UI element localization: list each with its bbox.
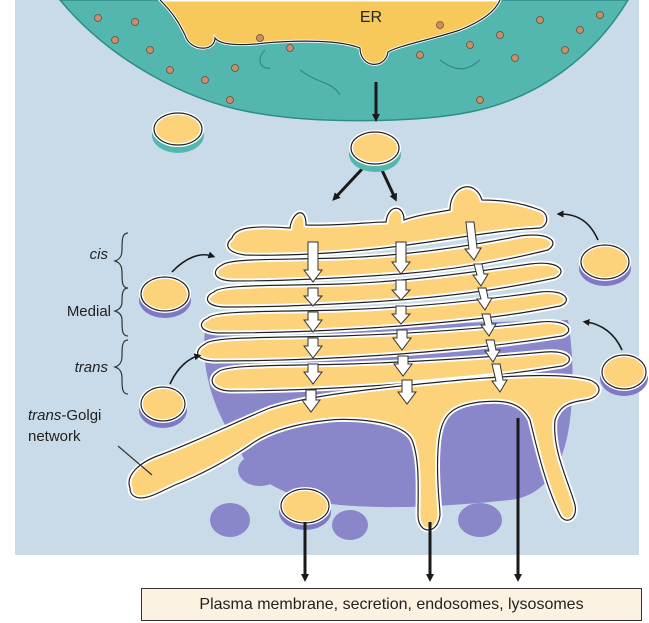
destination-label: Plasma membrane, secretion, endosomes, l… — [199, 596, 583, 614]
vesicle-er-left — [152, 113, 204, 153]
vesicle-right-lower — [600, 355, 648, 396]
tgn-label: trans-Golgi — [28, 407, 101, 424]
vesicle-left-upper — [139, 277, 191, 318]
vesicle-er-center — [349, 132, 401, 172]
tgn-label-italic: trans — [28, 407, 62, 424]
vesicle-right-upper — [579, 245, 631, 286]
cis-label: cis — [90, 246, 109, 263]
destination-box: Plasma membrane, secretion, endosomes, l… — [141, 588, 642, 621]
medial-label: Medial — [67, 303, 111, 320]
er-label: ER — [360, 9, 382, 26]
tgn-label-line2: network — [28, 428, 81, 445]
vesicle-left-lower — [139, 387, 187, 428]
trans-label: trans — [75, 359, 109, 376]
tgn-label-rest: -Golgi — [61, 407, 101, 424]
